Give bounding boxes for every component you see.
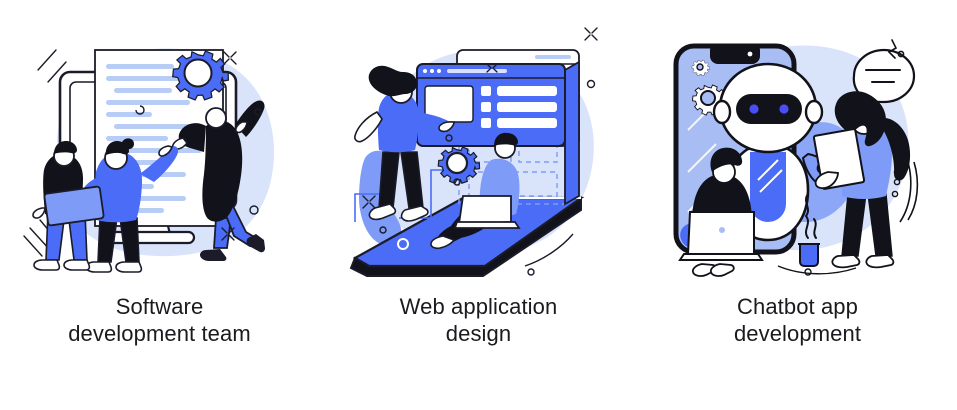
man-sitting-with-laptop <box>429 132 521 250</box>
software-development-team-illustration <box>22 48 274 273</box>
motion-arc-bottom <box>777 265 856 276</box>
card-caption: Software development team <box>15 293 305 347</box>
blue-gear-icon <box>171 50 229 101</box>
card-software-development-team: Software development team <box>0 0 319 410</box>
motion-arcs <box>524 233 574 276</box>
person-climbing-black-sweater <box>171 100 265 261</box>
decorative-dots <box>220 51 237 241</box>
caption-line-2: design <box>445 321 512 346</box>
blue-gear-icon <box>437 146 480 185</box>
web-application-design-illustration <box>349 27 598 277</box>
coffee-cup-with-steam <box>797 193 820 267</box>
card-web-application-design: Web application design <box>319 0 638 410</box>
person-with-laptop-black-tee <box>31 141 104 271</box>
caption-line-1: Software <box>115 294 204 319</box>
browser-window <box>415 63 566 147</box>
caption-line-1: Chatbot app <box>737 294 858 319</box>
card-caption: Web application design <box>334 293 624 347</box>
tablet-right-edge <box>563 60 580 206</box>
decorative-circles <box>134 105 262 215</box>
chatbot-app-development-illustration <box>673 39 918 277</box>
card-chatbot-app-development: Chatbot app development <box>638 0 957 410</box>
decorative-circles <box>378 79 595 234</box>
spark-marks <box>887 39 904 59</box>
decorative-dots <box>361 27 598 209</box>
browser-list-rows <box>480 86 557 128</box>
woman-standing-blue-top <box>353 65 455 222</box>
caption-line-2: development <box>733 321 862 346</box>
woman-with-clipboard <box>812 91 910 269</box>
motion-arcs <box>898 155 918 223</box>
gear-outline-small-icon <box>691 59 710 77</box>
decorative-circles <box>891 168 900 198</box>
caption-line-1: Web application <box>399 294 558 319</box>
man-with-laptop <box>677 147 764 277</box>
caption-line-2: development team <box>68 321 251 346</box>
card-caption: Chatbot app development <box>653 293 943 347</box>
